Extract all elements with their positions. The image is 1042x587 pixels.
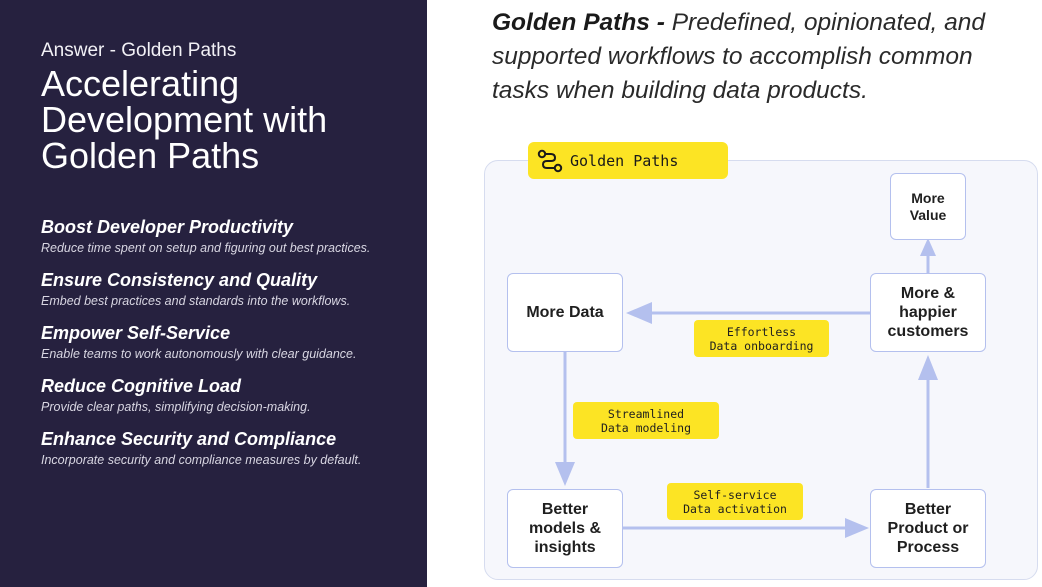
- arrow-customers-to-data: [626, 302, 870, 324]
- arrow-models-to-product: [623, 518, 869, 538]
- edge-label-line: Data modeling: [600, 420, 691, 435]
- edge-label-line: Streamlined: [607, 406, 685, 421]
- eyebrow-label: Answer - Golden Paths: [41, 40, 237, 61]
- node-label: More Data: [526, 304, 604, 321]
- benefit-title: Boost Developer Productivity: [41, 217, 294, 237]
- node-label: Better Product or Process: [887, 501, 969, 556]
- benefit-description: Reduce time spent on setup and figuring …: [41, 241, 371, 255]
- benefit-item: Ensure Consistency and Quality Embed bes…: [41, 269, 411, 310]
- edge-label-activation: Self-service Data activation: [667, 483, 803, 520]
- node-more-data: More Data: [507, 273, 623, 352]
- node-better-models: Better models & insights: [507, 489, 623, 568]
- headline-definition: Predefined, opinionated, and supported w…: [492, 9, 986, 104]
- benefit-description: Enable teams to work autonomously with c…: [41, 347, 357, 361]
- edge-label-line: Data onboarding: [709, 338, 814, 353]
- benefit-item: Enhance Security and Compliance Incorpor…: [41, 428, 411, 469]
- edge-label-line: Self-service: [693, 487, 777, 502]
- node-better-product: Better Product or Process: [870, 489, 986, 568]
- edge-label-line: Data activation: [683, 501, 787, 516]
- arrow-product-to-customers: [918, 355, 938, 488]
- node-more-value: More Value: [890, 173, 966, 240]
- left-panel: Answer - Golden Paths Accelerating Devel…: [0, 0, 427, 587]
- benefit-title: Enhance Security and Compliance: [41, 429, 337, 449]
- headline: Golden Paths - Predefined, opinionated, …: [492, 6, 1032, 108]
- benefit-item: Empower Self-Service Enable teams to wor…: [41, 322, 411, 363]
- node-label: More & happier customers: [887, 285, 969, 340]
- edge-label-modeling: Streamlined Data modeling: [573, 402, 719, 439]
- title-line: Golden Paths: [41, 135, 260, 176]
- golden-paths-label: Golden Paths: [528, 142, 728, 179]
- benefit-title: Ensure Consistency and Quality: [41, 270, 318, 290]
- title-line: Accelerating: [41, 63, 240, 104]
- benefit-item: Reduce Cognitive Load Provide clear path…: [41, 375, 411, 416]
- benefit-description: Incorporate security and compliance meas…: [41, 453, 362, 467]
- headline-term: Golden Paths -: [492, 9, 665, 36]
- edge-label-onboarding: Effortless Data onboarding: [694, 320, 829, 357]
- page-title: Accelerating Development with Golden Pat…: [41, 66, 421, 174]
- edge-label-line: Effortless: [726, 324, 797, 339]
- title-line: Development with: [41, 99, 328, 140]
- benefit-description: Embed best practices and standards into …: [41, 294, 351, 308]
- node-happier-customers: More & happier customers: [870, 273, 986, 352]
- benefit-title: Reduce Cognitive Load: [41, 376, 242, 396]
- benefit-title: Empower Self-Service: [41, 323, 231, 343]
- workflow-path-icon: [537, 149, 563, 172]
- node-label: Better models & insights: [528, 501, 601, 556]
- benefit-item: Boost Developer Productivity Reduce time…: [41, 216, 411, 257]
- golden-paths-label-text: Golden Paths: [570, 151, 679, 170]
- arrow-data-to-models: [555, 352, 575, 486]
- node-label: More Value: [909, 189, 947, 223]
- benefit-description: Provide clear paths, simplifying decisio…: [41, 400, 311, 414]
- arrow-customers-to-value: [920, 238, 936, 273]
- benefits-list: Boost Developer Productivity Reduce time…: [41, 216, 411, 481]
